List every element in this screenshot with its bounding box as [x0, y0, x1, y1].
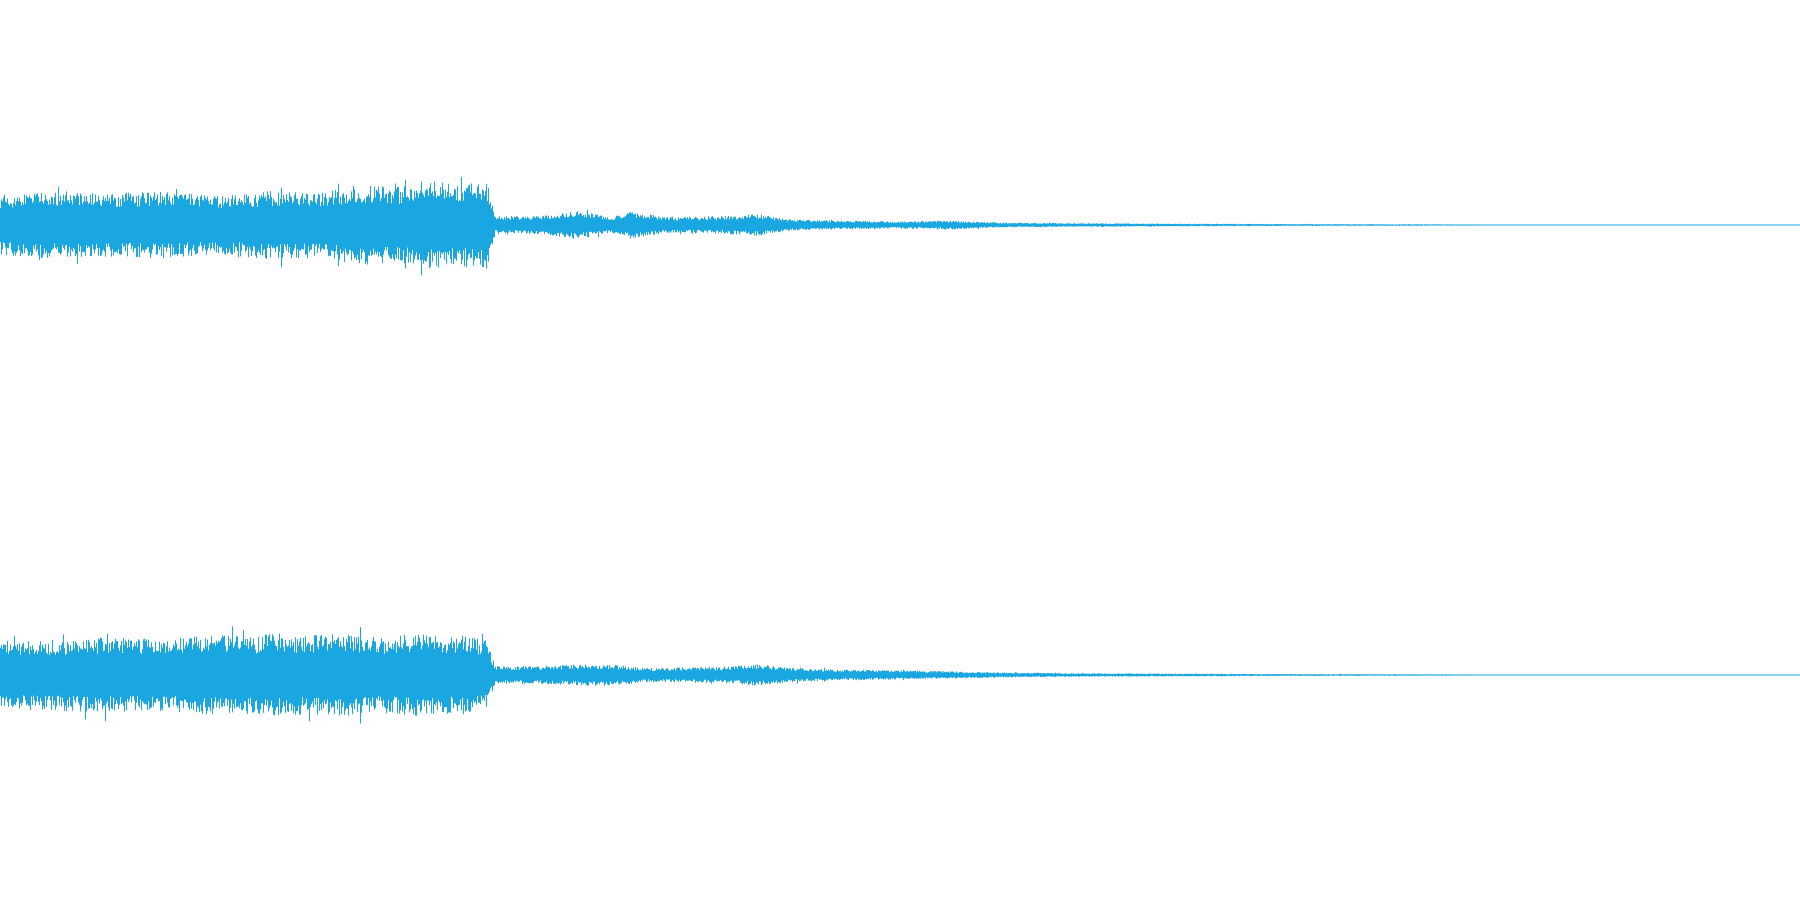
- waveform-channel-1: [0, 176, 1800, 276]
- waveform-channel-2: [0, 626, 1800, 724]
- channel-1-waveform: [0, 176, 1660, 276]
- channel-2-waveform: [0, 626, 1732, 724]
